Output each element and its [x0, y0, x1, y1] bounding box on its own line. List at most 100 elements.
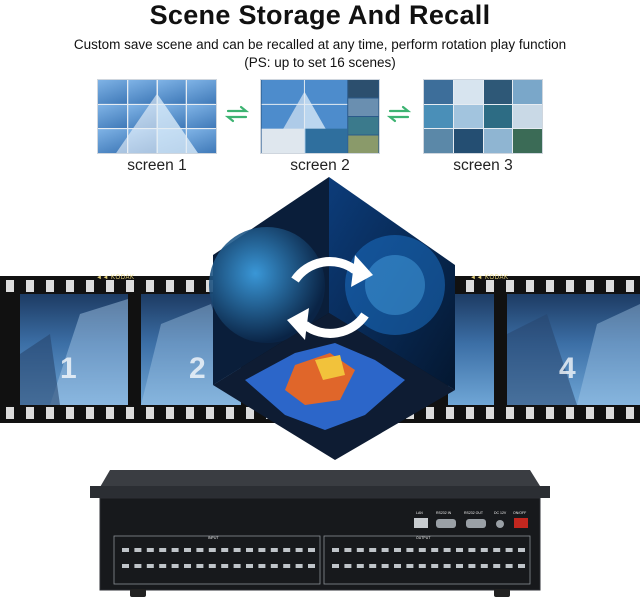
- hdmi-port: [270, 564, 278, 568]
- film-brand-mark: ◄◄ KODAK: [96, 275, 135, 281]
- hdmi-port: [146, 548, 154, 552]
- hdmi-port: [258, 564, 266, 568]
- hdmi-port: [258, 548, 266, 552]
- lan-label: LAN: [416, 511, 423, 515]
- film-frame-3: [448, 294, 494, 405]
- pyramid-image: [98, 80, 216, 153]
- hdmi-port: [122, 548, 129, 552]
- output-port-panel: [323, 535, 531, 585]
- hdmi-port: [381, 548, 389, 552]
- input-group-label: INPUT: [208, 536, 219, 540]
- hdmi-port: [221, 564, 229, 568]
- hdmi-port: [283, 564, 291, 568]
- display-cube: [209, 177, 455, 460]
- power-label: ON/OFF: [513, 511, 526, 515]
- frame-number: 1: [60, 352, 77, 385]
- screen-1-thumbnail: [97, 79, 217, 154]
- hdmi-port: [406, 564, 414, 568]
- hdmi-port: [233, 548, 241, 552]
- screen-2-label: screen 2: [290, 157, 350, 174]
- screen-2-thumbnail: [260, 79, 380, 154]
- hdmi-port: [184, 548, 191, 552]
- screen-3-thumbnail: [423, 79, 543, 154]
- hdmi-port: [246, 548, 253, 552]
- screen-3-label: screen 3: [453, 157, 513, 174]
- subtitle-line-1: Custom save scene and can be recalled at…: [73, 37, 567, 52]
- mixed-layout-image: [261, 80, 379, 153]
- film-frame-4: 4: [507, 294, 640, 405]
- hdmi-port: [344, 548, 352, 552]
- hdmi-port: [221, 548, 229, 552]
- hdmi-port: [196, 548, 204, 552]
- film-brand-mark: ◄◄ KODAK: [470, 275, 509, 281]
- hdmi-port: [134, 564, 142, 568]
- hdmi-port: [406, 548, 414, 552]
- film-frame-1: 1: [20, 294, 128, 405]
- hdmi-port: [443, 548, 451, 552]
- hdmi-port: [443, 564, 451, 568]
- hdmi-port: [332, 564, 339, 568]
- hdmi-port: [171, 564, 179, 568]
- output-group-label: OUTPUT: [416, 536, 431, 540]
- hdmi-port: [518, 548, 525, 552]
- hdmi-port: [159, 564, 167, 568]
- dc-power-port: [496, 520, 504, 528]
- hdmi-port: [308, 548, 315, 552]
- video-wall-grid: [424, 80, 542, 153]
- rs232-in-port: [436, 519, 456, 528]
- building-image: [20, 299, 128, 405]
- rs232-out-label: RS232 OUT: [464, 511, 484, 515]
- lan-port: [414, 518, 428, 528]
- hdmi-port: [159, 548, 167, 552]
- hdmi-port: [196, 564, 204, 568]
- hdmi-port: [505, 564, 513, 568]
- hdmi-port: [456, 564, 463, 568]
- hdmi-port: [394, 548, 401, 552]
- hdmi-port: [369, 564, 377, 568]
- hdmi-port: [171, 548, 179, 552]
- hdmi-port: [146, 564, 154, 568]
- page-title: Scene Storage And Recall: [149, 0, 491, 30]
- hdmi-port: [456, 548, 463, 552]
- hdmi-port: [246, 564, 253, 568]
- hdmi-port: [283, 548, 291, 552]
- hdmi-port: [270, 548, 278, 552]
- hdmi-port: [480, 548, 488, 552]
- hdmi-port: [344, 564, 352, 568]
- hdmi-port: [308, 564, 315, 568]
- hdmi-port: [356, 564, 364, 568]
- hdmi-port: [369, 548, 377, 552]
- hdmi-port: [505, 548, 513, 552]
- hdmi-port: [208, 548, 216, 552]
- screen-1-label: screen 1: [127, 157, 187, 174]
- hdmi-port: [332, 548, 339, 552]
- hdmi-port: [518, 564, 525, 568]
- hdmi-port: [418, 548, 426, 552]
- frame-number: 2: [189, 352, 206, 385]
- double-arrow-icon: [224, 105, 250, 123]
- hdmi-port: [493, 564, 501, 568]
- hdmi-port: [468, 564, 476, 568]
- hdmi-port: [233, 564, 241, 568]
- hdmi-port: [468, 548, 476, 552]
- power-switch: [514, 518, 528, 528]
- hdmi-port: [356, 548, 364, 552]
- hdmi-port: [431, 548, 439, 552]
- hdmi-port: [381, 564, 389, 568]
- hdmi-port: [480, 564, 488, 568]
- hdmi-port-array: [122, 548, 525, 568]
- hdmi-port: [208, 564, 216, 568]
- page-subtitle: Custom save scene and can be recalled at…: [0, 36, 640, 72]
- matrix-switcher-device: LAN RS232 IN RS232 OUT DC 12V ON/OFF INP…: [90, 470, 550, 597]
- rs232-out-port: [466, 519, 486, 528]
- hdmi-port: [493, 548, 501, 552]
- frame-number: 4: [559, 352, 576, 385]
- hdmi-port: [295, 564, 303, 568]
- hdmi-port: [431, 564, 439, 568]
- hdmi-port: [295, 548, 303, 552]
- hdmi-port: [134, 548, 142, 552]
- double-arrow-icon: [386, 105, 412, 123]
- hdmi-port: [418, 564, 426, 568]
- hdmi-port: [122, 564, 129, 568]
- hdmi-port: [184, 564, 191, 568]
